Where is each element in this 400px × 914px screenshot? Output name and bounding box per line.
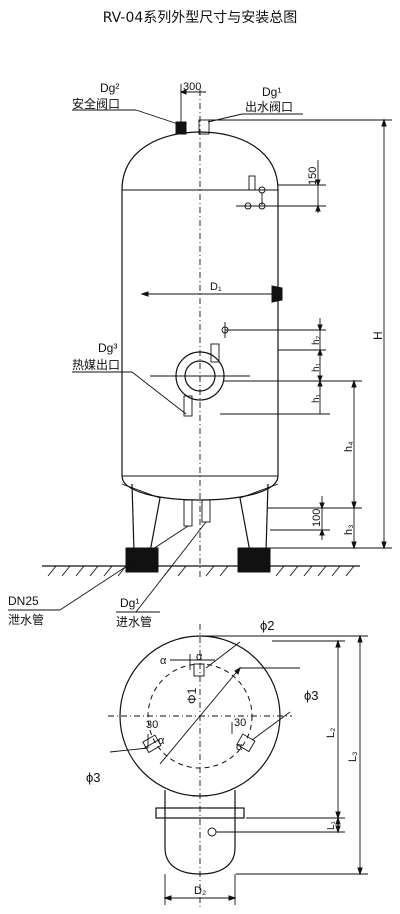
D2-label: D₂ [194, 885, 206, 897]
alpha-top1: α [160, 655, 167, 667]
elevation-view: Dg² 安全阀口 300 Dg¹ 出水阀口 150 D₁ Dg³ 热媒出口 h₂… [8, 81, 392, 629]
alpha-top2: α [196, 651, 203, 663]
H-label: H [371, 331, 385, 340]
L1-label: L₁ [326, 820, 337, 830]
dg2-label: Dg² [100, 81, 119, 95]
dn25-label: DN25 [8, 594, 39, 608]
phi1-label: Φ1 [185, 687, 199, 704]
drawing-title: RV-04系列外型尺寸与安装总图 [103, 10, 298, 26]
heater-head [164, 790, 236, 875]
dim-300: 300 [183, 81, 201, 93]
L2-label: L₂ [325, 728, 337, 738]
h1a-label: h₁ [311, 362, 322, 372]
angle-30-right: 30 [234, 717, 246, 729]
dg3-label: Dg³ [98, 341, 117, 355]
angle-30-left: 30 [146, 719, 158, 731]
outlet-label: 出水阀口 [245, 100, 293, 114]
phi3-left-label: ϕ3 [86, 770, 101, 785]
heat-outlet-label: 热媒出口 [72, 358, 120, 372]
alpha-right: α [236, 741, 243, 753]
d1-label: D₁ [210, 281, 222, 293]
foundation-block-left [125, 547, 159, 573]
foundation-block-right [237, 547, 271, 573]
outlet-nozzle [198, 119, 210, 135]
plan-view: ϕ2 ϕ3 ϕ3 Φ1 α α α α 30 30 L₂ L₃ L₁ D₂ [86, 618, 368, 910]
dim-150: 150 [307, 167, 319, 185]
dg1-bottom-label: Dg¹ [120, 596, 139, 610]
h1b-label: h₁ [311, 393, 322, 403]
heater-flange [155, 807, 245, 819]
h3-label: h₃ [343, 524, 355, 535]
alpha-left: α [158, 735, 165, 747]
h2-label: h₂ [311, 335, 322, 345]
support-leg-right [239, 483, 269, 553]
safety-valve-label: 安全阀口 [72, 96, 120, 111]
h4-label: h₄ [343, 441, 355, 452]
L3-label: L₃ [347, 751, 359, 762]
manhole-flange [271, 285, 283, 303]
dim-100: 100 [311, 509, 323, 527]
phi3-right-label: ϕ3 [304, 688, 319, 703]
drain-label: 泄水管 [8, 612, 44, 627]
support-leg-left [131, 483, 161, 553]
dg1-top-label: Dg¹ [262, 85, 281, 99]
inlet-label: 进水管 [116, 614, 152, 629]
phi2-label: ϕ2 [260, 618, 275, 633]
